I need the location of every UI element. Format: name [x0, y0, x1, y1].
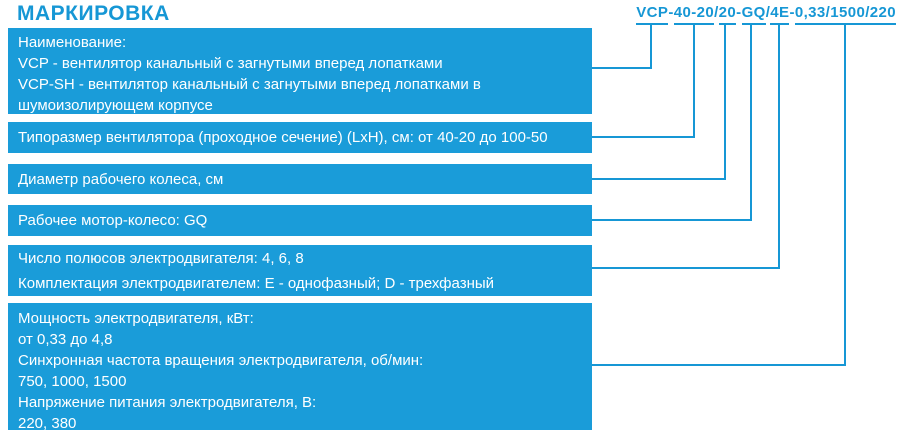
code-separator: - — [736, 4, 742, 21]
marking-code: VCP-40-20/20-GQ/4E-0,33/1500/220 — [636, 5, 896, 25]
code-segment-power: 0,33/1500/220 — [794, 5, 896, 25]
box-name: Наименование: VCP - вентилятор канальный… — [8, 28, 592, 114]
box-line: Мощность электродвигателя, кВт: — [18, 310, 254, 327]
connector-line-series — [592, 25, 652, 69]
box-line: шумоизолирующем корпусе — [18, 97, 213, 114]
box-line: от 0,33 до 4,8 — [18, 331, 113, 348]
connector-line-motor-wheel — [592, 25, 752, 221]
code-separator: - — [789, 4, 795, 21]
box-line: VCP-SH - вентилятор канальный с загнутым… — [18, 76, 481, 93]
connector-line-diameter — [592, 25, 726, 180]
box-line: Комплектация электродвигателем: E - одно… — [18, 275, 495, 292]
code-separator: / — [714, 4, 719, 21]
connector-line-power — [592, 25, 846, 366]
code-segment-typesize: 40-20 — [673, 5, 715, 25]
box-line: Типоразмер вентилятора (проходное сечени… — [18, 129, 548, 146]
box-power: Мощность электродвигателя, кВт: от 0,33 … — [8, 303, 592, 432]
box-poles: Число полюсов электродвигателя: 4, 6, 8 … — [8, 245, 592, 296]
code-segment-poles: 4E — [770, 5, 790, 25]
page-title: МАРКИРОВКА — [17, 2, 170, 25]
code-segment-diameter: 20 — [718, 5, 737, 25]
box-typesize: Типоразмер вентилятора (проходное сечени… — [8, 122, 592, 153]
code-separator: - — [668, 4, 674, 21]
box-line: Напряжение питания электродвигателя, В: — [18, 394, 317, 411]
box-line: Рабочее мотор-колесо: GQ — [18, 212, 208, 229]
box-line: 750, 1000, 1500 — [18, 373, 127, 390]
box-line: 220, 380 — [18, 415, 77, 432]
box-impeller-diameter: Диаметр рабочего колеса, см — [8, 164, 592, 194]
connector-line-poles — [592, 25, 780, 269]
connector-line-typesize — [592, 25, 695, 138]
box-line: Наименование: — [18, 34, 127, 51]
box-line: Диаметр рабочего колеса, см — [18, 170, 224, 188]
code-segment-motor-wheel: GQ — [741, 5, 766, 25]
box-line: VCP - вентилятор канальный с загнутыми в… — [18, 55, 443, 72]
box-line: Число полюсов электродвигателя: 4, 6, 8 — [18, 250, 304, 267]
code-segment-series: VCP — [636, 5, 669, 25]
box-line: Синхронная частота вращения электродвига… — [18, 352, 424, 369]
code-separator: / — [765, 4, 771, 21]
box-motor-wheel: Рабочее мотор-колесо: GQ — [8, 205, 592, 236]
